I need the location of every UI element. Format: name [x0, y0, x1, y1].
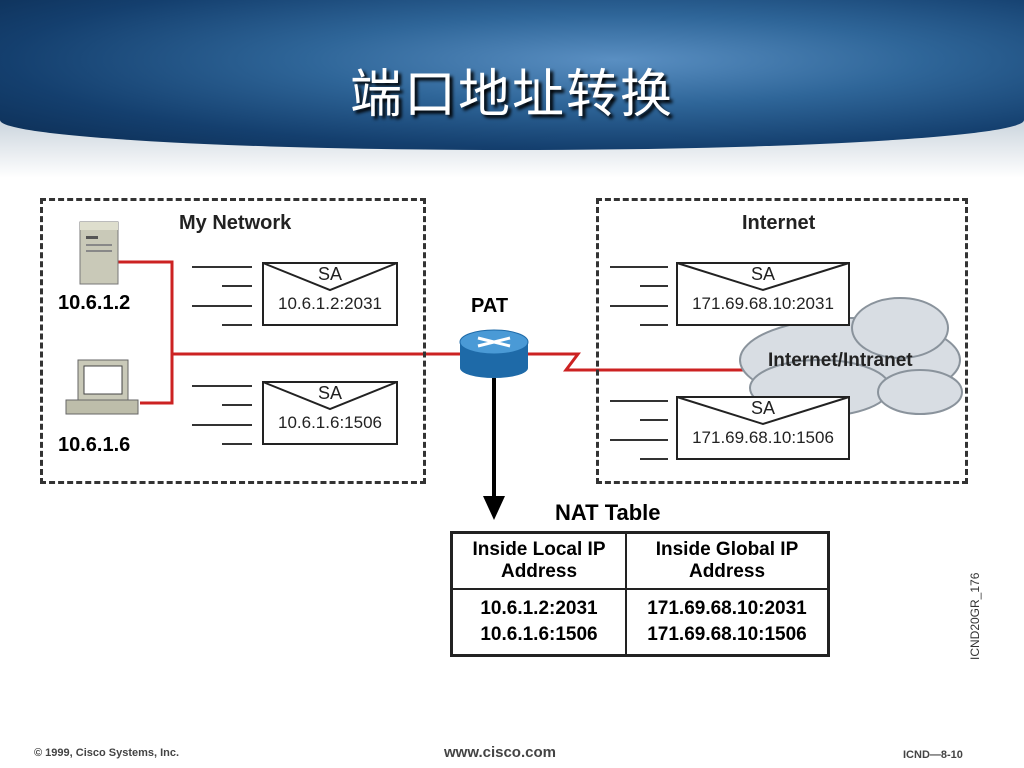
my-network-box [40, 198, 426, 484]
packet-sa-label: SA [317, 264, 342, 284]
slide-title: 端口地址转换 [349, 65, 674, 125]
router-icon [459, 329, 529, 378]
packet-envelope: SA 171.69.68.10:1506 [676, 396, 850, 460]
link-pc [140, 354, 174, 405]
packet-sa-label: SA [317, 383, 342, 403]
cloud-icon [739, 297, 963, 417]
internet-label: Internet [742, 212, 816, 234]
packet-envelope: SA 171.69.68.10:2031 [676, 262, 850, 326]
cell-value: 10.6.1.2:2031 [480, 598, 598, 619]
title-banner [0, 0, 1024, 150]
cell-value: 171.69.68.10:2031 [647, 598, 807, 619]
packet-sa-label: SA [750, 264, 775, 284]
table-cell: 171.69.68.10:2031 171.69.68.10:1506 [625, 588, 830, 657]
packet-address: 171.69.68.10:2031 [692, 294, 834, 313]
pc-icon [65, 359, 139, 415]
cell-value: 171.69.68.10:1506 [647, 624, 807, 645]
table-cell: 10.6.1.2:2031 10.6.1.6:1506 [450, 588, 627, 657]
packet-sa-label: SA [750, 398, 775, 418]
packet-address: 10.6.1.6:1506 [278, 413, 382, 432]
arrow-head [483, 496, 505, 520]
packet-envelope: SA 10.6.1.6:1506 [262, 381, 398, 445]
slide-code-text: ICND20GR_176 [968, 572, 982, 660]
slide-code: ICND20GR_176 [968, 570, 988, 660]
packet-envelope: SA 10.6.1.2:2031 [262, 262, 398, 326]
table-row: 10.6.1.2:2031 10.6.1.6:1506 171.69.68.10… [450, 588, 830, 657]
footer-copyright: © 1999, Cisco Systems, Inc. [34, 747, 180, 759]
motion-lines [192, 266, 668, 460]
cell-value: 10.6.1.6:1506 [480, 624, 598, 645]
internet-box [596, 198, 968, 484]
link-server [118, 260, 460, 356]
column-header: Inside Local IP Address [450, 531, 627, 590]
cloud-label: Internet/Intranet [768, 350, 913, 371]
footer-page: ICND—8-10 [903, 749, 963, 761]
nat-table-title: NAT Table [555, 500, 661, 525]
link-wan [528, 352, 750, 372]
server-icon [79, 221, 119, 285]
host1-ip: 10.6.1.2 [58, 292, 131, 314]
pat-label: PAT [471, 295, 509, 317]
nat-table: Inside Local IP Address Inside Global IP… [450, 531, 830, 657]
packet-address: 171.69.68.10:1506 [692, 428, 834, 447]
table-header-row: Inside Local IP Address Inside Global IP… [450, 531, 830, 590]
packet-address: 10.6.1.2:2031 [278, 294, 382, 313]
my-network-label: My Network [179, 212, 292, 234]
host2-ip: 10.6.1.6 [58, 434, 131, 456]
column-header: Inside Global IP Address [625, 531, 830, 590]
footer-website: www.cisco.com [444, 744, 556, 761]
